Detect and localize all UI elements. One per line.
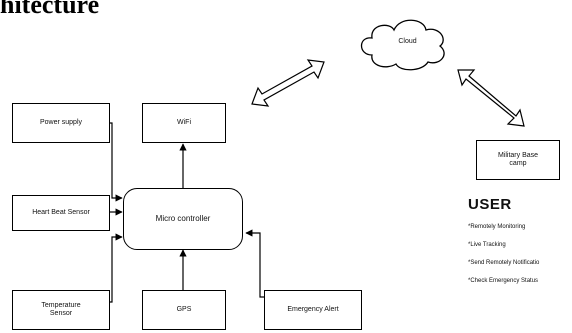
emergency-alert-box: Emergency Alert — [264, 290, 362, 330]
list-item: *Live Tracking — [468, 242, 506, 248]
edge-emergency-to-mc — [245, 229, 264, 298]
list-item: *Remotely Monitoring — [468, 224, 526, 230]
temperature-sensor-box: Temperature Sensor — [12, 290, 110, 330]
user-feature-list: *Remotely Monitoring *Live Tracking *Sen… — [468, 218, 572, 290]
list-item: *Send Remotely Notificatio — [468, 260, 540, 266]
military-base-box: Military Base camp — [476, 140, 560, 180]
gps-box: GPS — [142, 290, 226, 330]
edge-cloud-base — [457, 69, 525, 127]
wifi-box: WiFi — [142, 103, 226, 143]
edge-temp-to-mc — [110, 233, 123, 303]
cloud-shape — [360, 19, 445, 71]
page-title: hitecture — [0, 0, 100, 19]
edge-wifi-cloud — [251, 59, 325, 107]
user-title: USER — [468, 196, 512, 213]
list-item: *Check Emergency Status — [468, 278, 539, 284]
heart-beat-sensor-box: Heart Beat Sensor — [12, 195, 110, 231]
cloud-label: Cloud — [398, 38, 417, 45]
micro-controller-box: Micro controller — [123, 188, 243, 250]
power-supply-box: Power supply — [12, 103, 110, 143]
edge-power-to-mc — [110, 122, 123, 202]
